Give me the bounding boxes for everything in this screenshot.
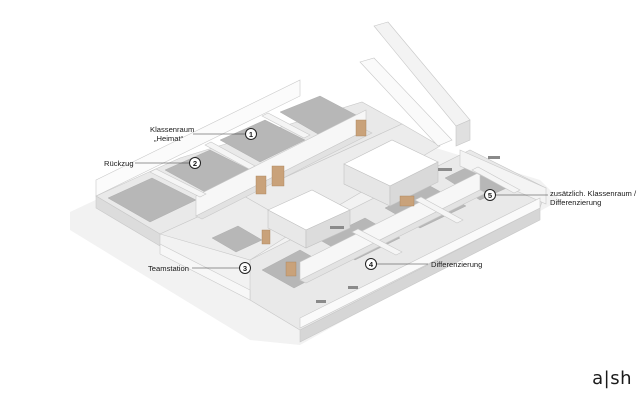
openings bbox=[316, 156, 500, 303]
label-rueckzug: Rückzug bbox=[104, 159, 134, 168]
label-klassenraum-line1: Klassenraum bbox=[150, 125, 194, 134]
ash-logo: a|sh bbox=[592, 368, 632, 389]
marker-4: 4 bbox=[365, 258, 377, 270]
marker-3-number: 3 bbox=[243, 264, 247, 273]
marker-5: 5 bbox=[484, 189, 496, 201]
shelves bbox=[255, 119, 415, 277]
core-units bbox=[267, 139, 439, 249]
label-differenzierung: Differenzierung bbox=[431, 260, 482, 269]
label-klassenraum-line2: „Heimat“ bbox=[154, 134, 184, 143]
label-teamstation: Teamstation bbox=[148, 264, 189, 273]
marker-5-number: 5 bbox=[488, 191, 493, 200]
tower-element bbox=[359, 21, 471, 147]
label-zusaetzlich-line1: zusätzlich. Klassenraum / bbox=[550, 189, 637, 198]
label-zusaetzlich-line2: Differenzierung bbox=[550, 198, 601, 207]
marker-1-number: 1 bbox=[249, 130, 254, 139]
leader-lines bbox=[135, 133, 548, 269]
marker-2: 2 bbox=[189, 157, 201, 169]
annotation-labels: Klassenraum „Heimat“ Rückzug Teamstation… bbox=[104, 125, 637, 273]
marker-2-number: 2 bbox=[193, 159, 197, 168]
marker-3: 3 bbox=[239, 262, 251, 274]
marker-4-number: 4 bbox=[369, 260, 374, 269]
marker-1: 1 bbox=[245, 128, 257, 140]
